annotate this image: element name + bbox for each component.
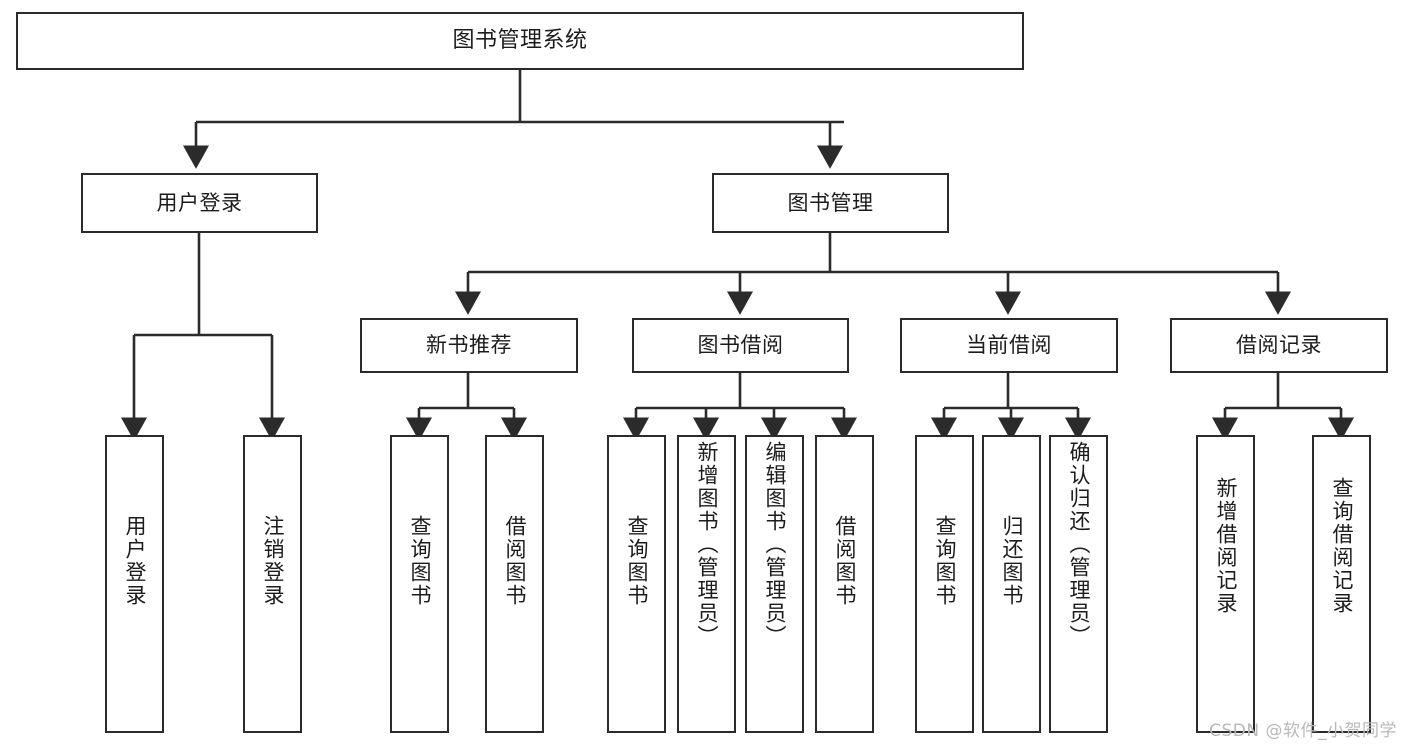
leaf-query-book-2[interactable]: 查询图书 (607, 435, 666, 733)
leaf-return-book[interactable]: 归还图书 (982, 435, 1041, 733)
leaf-borrow-book-1-label: 借阅图书 (503, 515, 527, 607)
node-new-book-recommend[interactable]: 新书推荐 (360, 318, 578, 373)
leaf-query-book-2-label: 查询图书 (625, 515, 649, 607)
leaf-query-book-1[interactable]: 查询图书 (390, 435, 449, 733)
leaf-confirm-return[interactable]: 确认归还（管理员） (1049, 435, 1108, 733)
node-book-manage-label: 图书管理 (787, 190, 874, 215)
leaf-add-book-label: 新增图书（管理员） (695, 441, 719, 648)
csdn-watermark: CSDN @软件_小贺同学 (1209, 721, 1397, 741)
leaf-logout-label: 注销登录 (261, 515, 285, 607)
node-root-label: 图书管理系统 (452, 28, 588, 54)
node-borrow-record[interactable]: 借阅记录 (1170, 318, 1388, 373)
leaf-query-book-3-label: 查询图书 (933, 515, 957, 607)
node-new-book-recommend-label: 新书推荐 (426, 333, 512, 358)
leaf-logout[interactable]: 注销登录 (243, 435, 302, 733)
leaf-borrow-book-2[interactable]: 借阅图书 (815, 435, 874, 733)
node-book-manage[interactable]: 图书管理 (712, 173, 949, 233)
leaf-borrow-book-2-label: 借阅图书 (833, 515, 857, 607)
leaf-user-login[interactable]: 用户登录 (105, 435, 164, 733)
node-borrow-record-label: 借阅记录 (1236, 333, 1322, 358)
leaf-return-book-label: 归还图书 (1000, 515, 1024, 607)
leaf-add-record[interactable]: 新增借阅记录 (1196, 435, 1255, 733)
leaf-user-login-label: 用户登录 (123, 515, 147, 607)
node-root[interactable]: 图书管理系统 (16, 12, 1024, 70)
leaf-query-record-label: 查询借阅记录 (1330, 477, 1354, 615)
node-book-borrow[interactable]: 图书借阅 (632, 318, 849, 373)
leaf-borrow-book-1[interactable]: 借阅图书 (485, 435, 544, 733)
leaf-edit-book-label: 编辑图书（管理员） (763, 441, 787, 648)
leaf-edit-book[interactable]: 编辑图书（管理员） (745, 435, 804, 733)
leaf-query-book-3[interactable]: 查询图书 (915, 435, 974, 733)
leaf-add-book[interactable]: 新增图书（管理员） (677, 435, 736, 733)
leaf-query-book-1-label: 查询图书 (408, 515, 432, 607)
node-current-borrow-label: 当前借阅 (966, 333, 1052, 358)
leaf-query-record[interactable]: 查询借阅记录 (1312, 435, 1371, 733)
node-user-login[interactable]: 用户登录 (81, 173, 318, 233)
node-book-borrow-label: 图书借阅 (697, 333, 784, 358)
node-current-borrow[interactable]: 当前借阅 (900, 318, 1118, 373)
leaf-add-record-label: 新增借阅记录 (1214, 477, 1238, 615)
leaf-confirm-return-label: 确认归还（管理员） (1067, 441, 1091, 648)
node-user-login-label: 用户登录 (156, 190, 243, 215)
